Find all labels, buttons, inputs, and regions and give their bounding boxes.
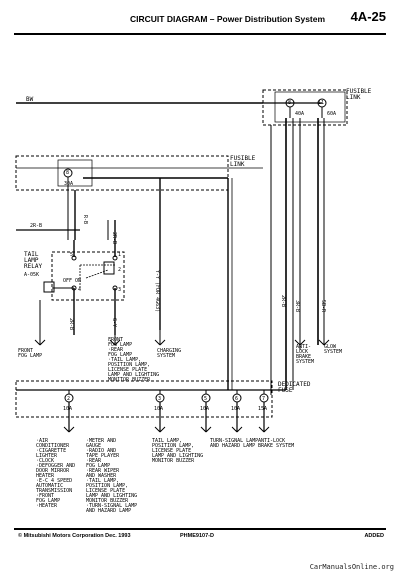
svg-text:5: 5 (204, 396, 207, 402)
fuse-amp-60a: 60A (327, 111, 336, 117)
wire-label-2r-b-upper: 2R-B (111, 232, 117, 244)
fusible-link-box-1 (262, 89, 348, 126)
svg-text:10A: 10A (63, 406, 72, 412)
fuse-amp-40a: 40A (295, 111, 304, 117)
relay-switch: OFF ON (63, 278, 81, 284)
svg-text:7: 7 (262, 396, 265, 402)
wire-label-anti-lock-a: 2R-B (280, 295, 286, 307)
relay-code: A-05K (24, 272, 39, 278)
svg-text:4: 4 (78, 287, 81, 293)
page-title: CIRCUIT DIAGRAM – Power Distribution Sys… (130, 14, 326, 24)
fusible-link-box-2 (15, 155, 229, 191)
wire-label-anti-lock-b: 3R-B (294, 300, 300, 312)
wire-label-bw: BW (26, 96, 34, 103)
watermark: CarManualsOnline.org (309, 563, 394, 571)
wire-label-rb: R-B (82, 215, 88, 224)
footer-publisher: © Mitsubishi Motors Corporation Dec. 199… (18, 533, 131, 539)
svg-text:10A: 10A (231, 406, 240, 412)
relay-connector (43, 281, 55, 293)
fuse-num-8b: 8 (66, 170, 69, 176)
svg-text:1: 1 (118, 252, 121, 258)
svg-text:15A: 15A (258, 406, 267, 412)
svg-text:10A: 10A (154, 406, 163, 412)
svg-text:5: 5 (70, 252, 73, 258)
fuse-num-11: 11 (318, 100, 324, 106)
wire-label-glow: 5B-R (320, 300, 326, 313)
header-rule (14, 33, 386, 35)
svg-text:2: 2 (67, 396, 70, 402)
footer-code: PHME9107-D (180, 533, 214, 539)
footer-status: ADDED (364, 533, 384, 539)
wire-label-2r-b: 2R-B (30, 223, 42, 229)
svg-text:3: 3 (118, 287, 121, 293)
dedicated-fuse-box (15, 380, 273, 418)
svg-text:2: 2 (118, 267, 121, 273)
footer-rule (14, 528, 386, 530)
page-number: 4A-25 (350, 9, 386, 24)
svg-text:6: 6 (235, 396, 238, 402)
svg-text:3: 3 (158, 396, 161, 402)
fusible-link-inner-1 (274, 91, 346, 123)
wire-label-charging: Y-Y (FOR 4G63) (154, 270, 160, 312)
tail-lamp-relay (51, 251, 125, 301)
fuse-amp-30a: 30A (64, 181, 73, 187)
svg-text:10A: 10A (200, 406, 209, 412)
wire-label-relay-out: 2R-B (68, 318, 74, 330)
wire-label-g-y: G-Y (111, 318, 117, 327)
fuse-num-8: 8 (288, 100, 291, 106)
